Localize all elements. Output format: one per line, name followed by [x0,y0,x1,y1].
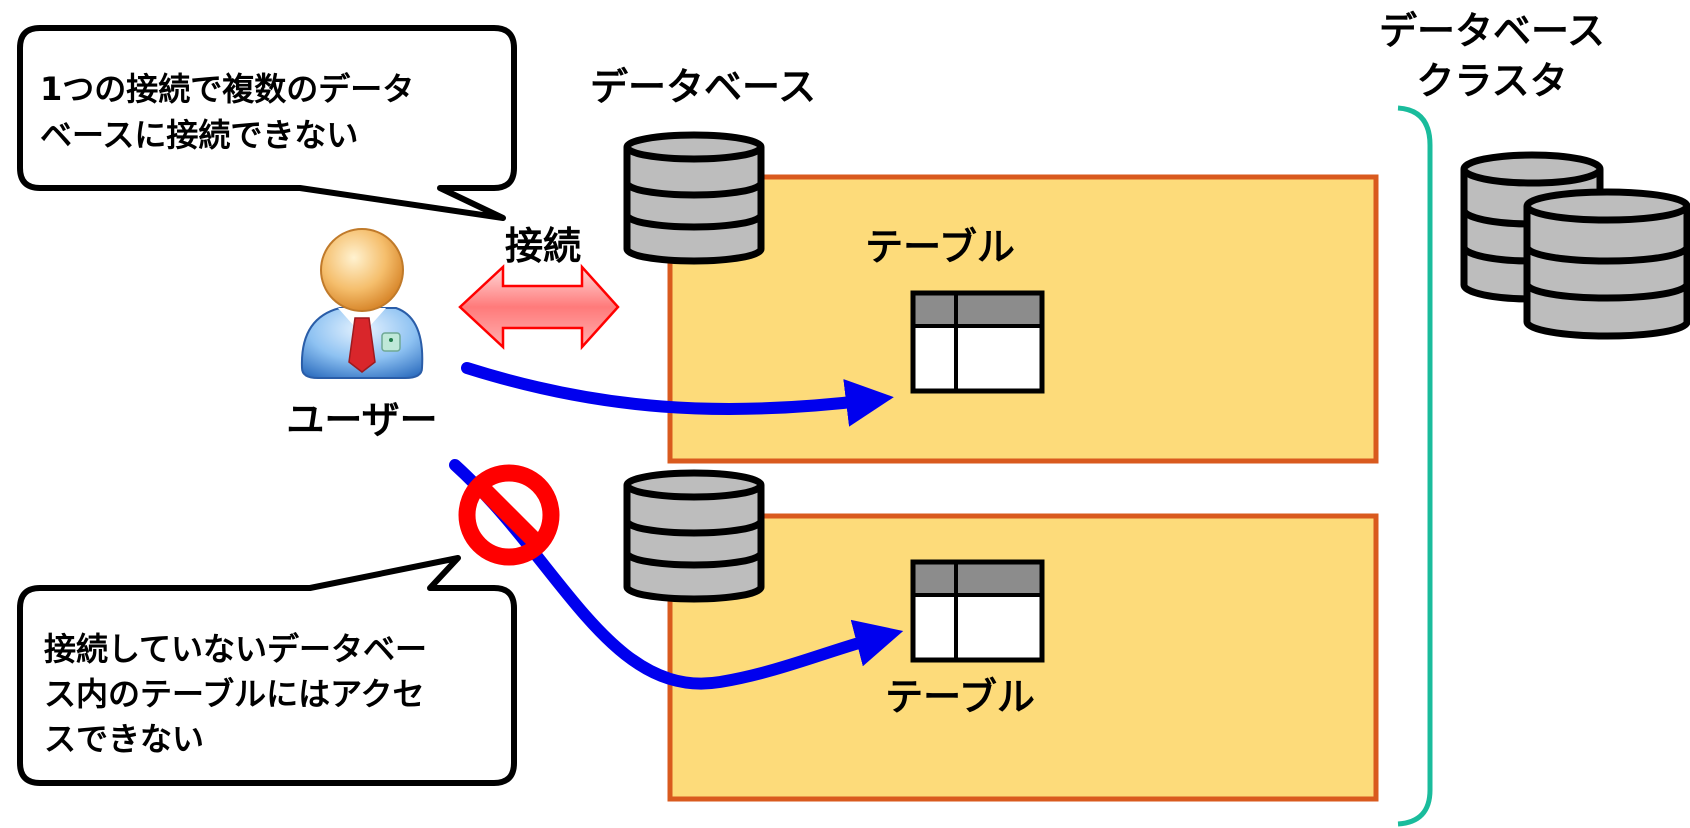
bubble-bottom-line3: スできない [44,720,204,758]
speech-bubble-top: 1つの接続で複数のデータ ベースに接続できない [17,25,517,221]
cluster-label-line2: クラスタ [1416,59,1567,103]
bubble-bottom-line1: 接続していないデータベー [44,630,427,668]
database-label: データベース [590,65,816,109]
user-label: ユーザー [286,398,437,442]
table-icon [910,559,1045,663]
access-arrow-top [461,362,894,427]
table-label-bottom: テーブル [885,675,1035,719]
cluster-bracket [1397,105,1433,827]
bubble-top-line1: 1つの接続で複数のデータ [40,70,414,108]
speech-bubble-bottom: 接続していないデータベー ス内のテーブルにはアクセ スできない [17,555,517,786]
table-icon [910,290,1045,394]
connection-label: 接続 [505,224,581,268]
connection-arrow [458,263,620,351]
bubble-top-line2: ベースに接続できない [40,116,358,154]
database-icon [623,469,765,603]
table-label-top: テーブル [865,225,1015,269]
bubble-bottom-line2: ス内のテーブルにはアクセ [44,675,424,713]
prohibited-icon [458,464,560,566]
database-cluster-icon [1460,151,1690,340]
user-icon [300,228,424,379]
database-icon [623,131,765,265]
cluster-label-line1: データベース [1379,9,1605,53]
